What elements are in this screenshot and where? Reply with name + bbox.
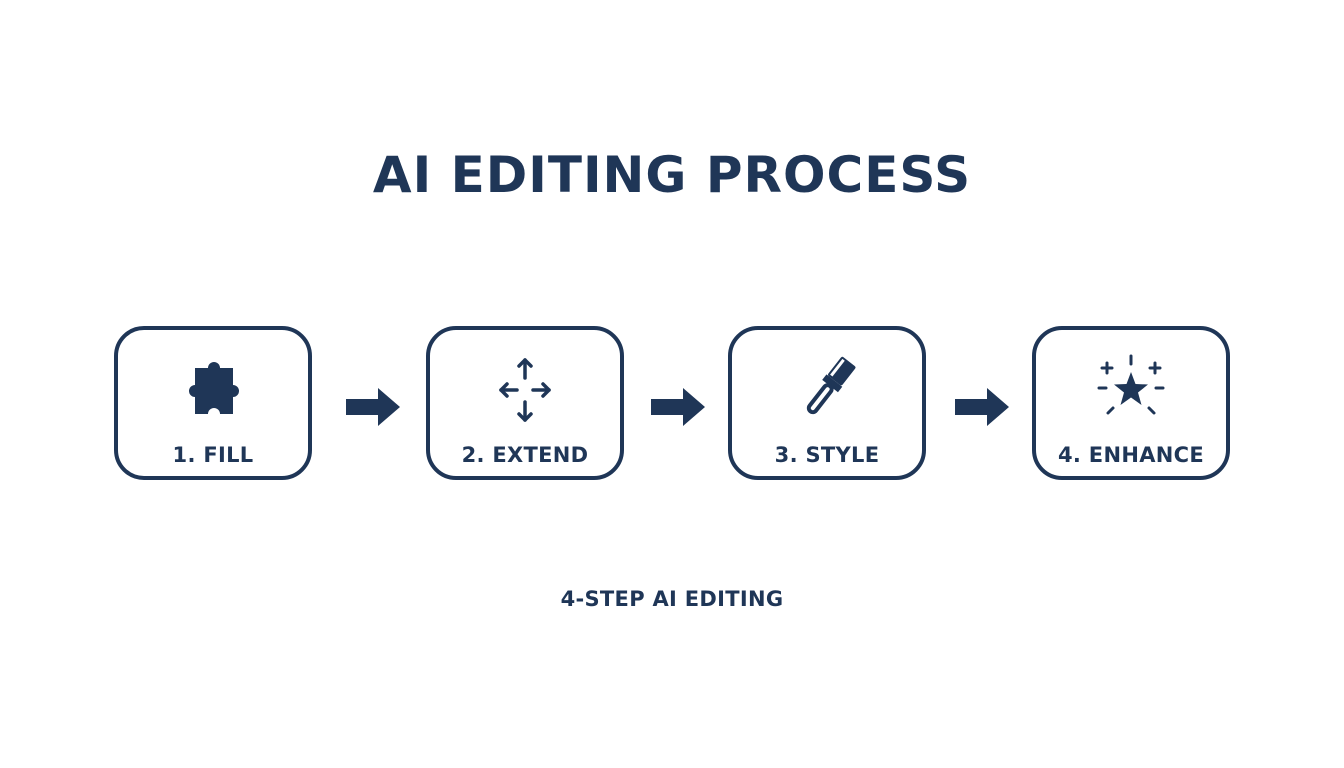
diagram-caption: 4-STEP AI EDITING [560,587,784,611]
arrow-right-icon [955,386,1011,428]
sparkle-star-icon [1091,350,1171,430]
step-label: 3. STYLE [774,443,880,467]
puzzle-piece-icon [173,350,253,430]
step-extend: 2. EXTEND [426,326,624,480]
arrow-right-icon [651,386,707,428]
step-label: 1. FILL [172,443,254,467]
step-fill: 1. FILL [114,326,312,480]
diagram-title: AI EDITING PROCESS [372,146,972,204]
step-enhance: 4. ENHANCE [1032,326,1230,480]
step-label: 4. ENHANCE [1058,443,1204,467]
paintbrush-icon [787,350,867,430]
step-style: 3. STYLE [728,326,926,480]
arrow-right-icon [346,386,402,428]
four-way-arrows-icon [485,350,565,430]
step-label: 2. EXTEND [461,443,589,467]
